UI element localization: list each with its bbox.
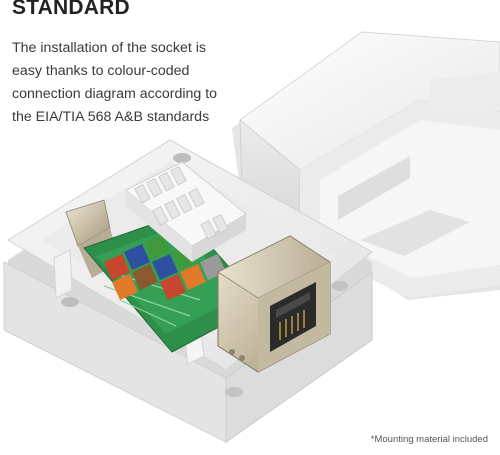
- description-line: The installation of the socket is: [12, 40, 206, 56]
- rj45-jack: [217, 235, 331, 373]
- description-line: the EIA/TIA 568 A&B standards: [12, 109, 210, 125]
- description-line: connection diagram according to: [12, 86, 218, 102]
- description-text: The installation of the socket is easy t…: [12, 37, 247, 129]
- idc-terminal-block: [125, 161, 247, 262]
- section-heading: STANDARD: [12, 0, 130, 19]
- socket-lid: [232, 31, 500, 300]
- colour-coded-diagram: [104, 234, 226, 300]
- mounting-footnote: *Mounting material included: [370, 434, 488, 445]
- description-line: easy thanks to colour-coded: [12, 63, 190, 79]
